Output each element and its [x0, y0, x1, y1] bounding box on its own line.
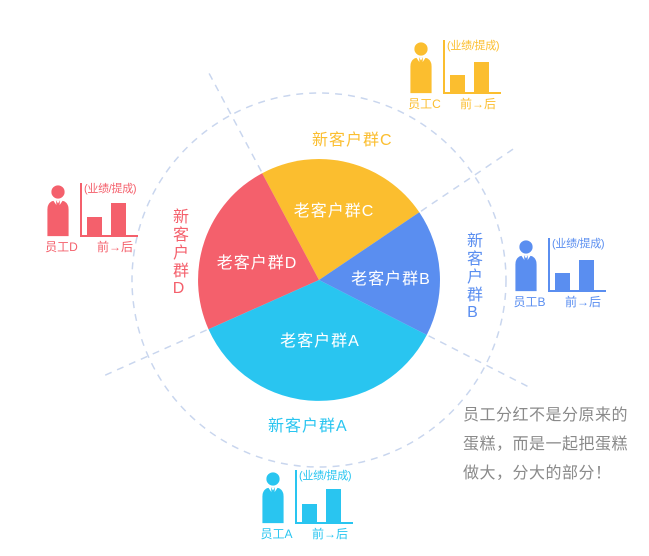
mini-bar-chart: (业绩/提成): [443, 40, 501, 94]
employee-widget-b: (业绩/提成) 员工B 前→后: [511, 238, 611, 309]
person-icon: [410, 42, 432, 94]
ring-label-new-customers-a: 新客户群A: [268, 418, 348, 435]
before-after-bars: [302, 489, 341, 522]
pie-slice-a: [208, 280, 427, 401]
employee-widget-labels: 员工B 前→后: [511, 296, 611, 309]
employee-widget-top: (业绩/提成): [511, 238, 611, 292]
employee-widget-top: (业绩/提成): [406, 40, 506, 94]
pie-slice-label-d: 老客户群D: [217, 254, 298, 272]
bar-after: [474, 62, 489, 92]
metric-label: (业绩/提成): [84, 183, 137, 195]
pie-slice-label-a: 老客户群A: [280, 332, 360, 350]
bar-before: [87, 217, 102, 235]
pie-slice-d: [198, 173, 319, 330]
employee-widget-top: (业绩/提成): [43, 183, 143, 237]
pie-slice-c: [262, 159, 420, 280]
note-text: 员工分红不是分原来的 蛋糕，而是一起把蛋糕 做大，分大的部分！: [463, 407, 629, 482]
employee-name: 员工A: [260, 527, 293, 541]
bar-after: [326, 489, 341, 522]
employee-widget-d: (业绩/提成) 员工D 前→后: [43, 183, 143, 254]
metric-label: (业绩/提成): [299, 470, 352, 482]
bar-before: [555, 273, 570, 290]
employee-name: 员工D: [45, 240, 78, 254]
ring-label-new-customers-c: 新客户群C: [312, 132, 393, 149]
employee-widget-labels: 员工A 前→后: [258, 528, 358, 541]
employee-name: 员工C: [408, 97, 441, 111]
sector-boundary-dashed-line: [428, 335, 534, 390]
metric-label: (业绩/提成): [447, 40, 500, 52]
ring-label-new-customers-d: 新客户群D: [170, 208, 187, 299]
pie-slice-label-b: 老客户群B: [351, 270, 431, 288]
before-after-label: 前→后: [96, 240, 133, 254]
employee-widget-labels: 员工D 前→后: [43, 241, 143, 254]
before-after-label: 前→后: [311, 527, 348, 541]
person-icon: [262, 472, 284, 524]
mini-bar-chart: (业绩/提成): [80, 183, 138, 237]
ring-label-new-customers-b: 新客户群B: [464, 232, 481, 323]
dashed-orbit-circle: [131, 92, 507, 468]
sector-boundary-dashed-line: [205, 67, 262, 172]
employee-widget-a: (业绩/提成) 员工A 前→后: [258, 470, 358, 541]
before-after-label: 前→后: [564, 295, 601, 309]
person-icon: [515, 240, 537, 292]
employee-widget-top: (业绩/提成): [258, 470, 358, 524]
bar-before: [450, 75, 465, 92]
before-after-bars: [555, 260, 594, 290]
bar-after: [579, 260, 594, 290]
bar-before: [302, 504, 317, 522]
employee-widget-labels: 员工C 前→后: [406, 98, 506, 111]
mini-bar-chart: (业绩/提成): [548, 238, 606, 292]
employee-widget-c: (业绩/提成) 员工C 前→后: [406, 40, 506, 111]
before-after-label: 前→后: [459, 97, 496, 111]
bar-after: [111, 203, 126, 235]
pie-slice-b: [319, 212, 440, 335]
sector-boundary-dashed-line: [99, 329, 207, 379]
mini-bar-chart: (业绩/提成): [295, 470, 353, 524]
pie-slice-label-c: 老客户群C: [294, 202, 375, 220]
before-after-bars: [87, 203, 126, 235]
metric-label: (业绩/提成): [552, 238, 605, 250]
person-icon: [47, 185, 69, 237]
sector-boundary-dashed-line: [420, 145, 519, 212]
employee-name: 员工B: [513, 295, 546, 309]
before-after-bars: [450, 62, 489, 92]
